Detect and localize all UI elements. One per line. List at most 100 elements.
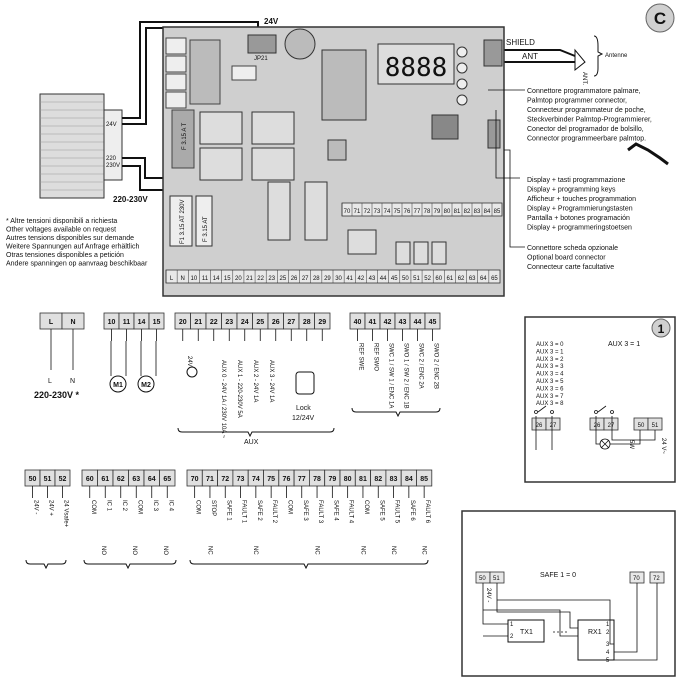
- safe-nc: NC: [252, 546, 258, 555]
- board-top-terminal: 74: [384, 209, 391, 215]
- block-motor-terminal: 10: [108, 319, 116, 326]
- inset1-line: AUX 3 = 0: [536, 342, 564, 348]
- block-motor-terminal: 11: [123, 319, 131, 326]
- block-ic-terminal: 61: [101, 476, 109, 483]
- aux-label: AUX 3 - 24V 1A: [268, 360, 274, 402]
- prog-button-3[interactable]: [456, 78, 468, 90]
- block-ic-terminal: 65: [163, 476, 171, 483]
- inset2-pin: 2: [606, 630, 610, 636]
- block-safe-terminal: 84: [405, 476, 413, 483]
- safe-label: FAULT 2: [271, 500, 277, 524]
- transformer-230: 230V: [106, 163, 120, 169]
- inset1-terminal: 26: [594, 423, 601, 429]
- safe-label: SAFE 3: [302, 500, 308, 521]
- safe-label: COM: [286, 500, 292, 514]
- label-24v-top: 24V: [264, 17, 279, 26]
- ic-no: NO: [162, 546, 168, 555]
- board-bottom-terminal: 27: [302, 276, 309, 282]
- safe-nc: NC: [206, 546, 212, 555]
- board-top-terminal: 70: [344, 209, 351, 215]
- block-safe-terminal: 71: [206, 476, 214, 483]
- prog-button-4[interactable]: [456, 94, 468, 106]
- block-safe-terminal: 76: [283, 476, 291, 483]
- board-bottom-terminal: 44: [380, 276, 387, 282]
- inset2-pin: 1: [606, 622, 610, 628]
- board-bottom-terminal: 21: [246, 276, 253, 282]
- block-aux-terminal: 22: [210, 319, 218, 326]
- safe-label: SAFE 4: [332, 500, 338, 521]
- palmtop-line: Connettore programmatore palmare,: [527, 88, 641, 95]
- inset1-terminal: 51: [652, 423, 659, 429]
- badge-c-label: C: [654, 9, 666, 28]
- jp21-label: JP21: [254, 56, 268, 62]
- board-bottom-terminal: 15: [224, 276, 231, 282]
- ic-label: IC 1: [105, 500, 111, 512]
- board-bottom-terminal: 43: [369, 276, 376, 282]
- v24-label: 24 Vsafe+: [63, 500, 69, 528]
- display-prog-line: Display + programmeringstoetsen: [527, 225, 632, 232]
- block-aux-terminal: 20: [179, 319, 187, 326]
- board-bottom-terminal: 30: [335, 276, 342, 282]
- voltage-note-text: * Altre tensioni disponibili a richiesta…: [6, 218, 148, 268]
- block-aux-terminal: 23: [225, 319, 233, 326]
- safe-nc: NC: [390, 546, 396, 555]
- prog-button-1[interactable]: [456, 46, 468, 58]
- aux-label: AUX 2 - 24V 1A: [252, 360, 258, 402]
- block-ln-terminal: L: [49, 319, 54, 326]
- badge-c: C: [645, 3, 675, 33]
- prog-button-2[interactable]: [456, 62, 468, 74]
- ref-label: SWO 2 / ENC 2B: [433, 343, 439, 389]
- block-aux-terminal: 27: [287, 319, 295, 326]
- transformer: 24V 220 230V: [39, 93, 123, 199]
- block-24v-terminal: 52: [59, 476, 67, 483]
- board-top-terminal: 80: [444, 209, 451, 215]
- badge-1: 1: [658, 322, 665, 336]
- control-board: F 3.15 A T JP21 8888 F1 3.15 AT 230V F 3…: [162, 26, 505, 297]
- inset2-pin: 3: [606, 642, 610, 648]
- inset1-line: AUX 3 = 1: [536, 349, 564, 355]
- block-ref-terminal: 41: [369, 319, 377, 326]
- ref-label: SWC 2 / ENC 2A: [418, 343, 424, 389]
- board-bottom-terminal: 45: [391, 276, 398, 282]
- safe-nc: NC: [359, 546, 365, 555]
- safe-label: SAFE 2: [256, 500, 262, 521]
- board-top-terminal: 82: [464, 209, 471, 215]
- v24-label: 24V +: [48, 500, 54, 516]
- board-top-terminal: 75: [394, 209, 401, 215]
- palmtop-line: Connector programmeerbare palmtop.: [527, 136, 646, 143]
- safe-label: FAULT 5: [394, 500, 400, 524]
- block-aux-terminal: 29: [318, 319, 326, 326]
- board-bottom-terminal: 10: [190, 276, 197, 282]
- display-prog-line: Display + programming keys: [527, 187, 616, 194]
- motor-m1: M1: [113, 382, 123, 389]
- transformer-220: 220: [106, 156, 117, 162]
- safe-label: FAULT 1: [241, 500, 247, 524]
- board-bottom-terminal: 65: [491, 276, 498, 282]
- board-top-terminal: 77: [414, 209, 421, 215]
- block-safe-terminal: 75: [267, 476, 275, 483]
- inset1-line: AUX 3 = 3: [536, 364, 564, 370]
- ref-label: SWC 1 / SW 1 / ENC 1A: [388, 343, 394, 408]
- safe-label: FAULT 4: [348, 500, 354, 524]
- inset1-line: AUX 3 = 2: [536, 357, 564, 363]
- shield-label: SHIELD: [506, 38, 535, 47]
- inset1-line: AUX 3 = 6: [536, 386, 564, 392]
- inset1-terminal: 26: [536, 423, 543, 429]
- fuse-2: F1 3.15 AT 230V: [180, 200, 186, 244]
- board-top-terminal: 85: [494, 209, 501, 215]
- optional-board-line: Connettore scheda opzionale: [527, 245, 618, 252]
- safe-label: COM: [195, 500, 201, 514]
- board-bottom-terminal: 28: [313, 276, 320, 282]
- block-safe-terminal: 81: [359, 476, 367, 483]
- motor-m2: M2: [141, 382, 151, 389]
- ic-label: IC 2: [121, 500, 127, 512]
- inset1-line: AUX 3 = 4: [536, 372, 564, 378]
- block-ref-terminal: 43: [399, 319, 407, 326]
- inset1-terminal: 50: [638, 423, 645, 429]
